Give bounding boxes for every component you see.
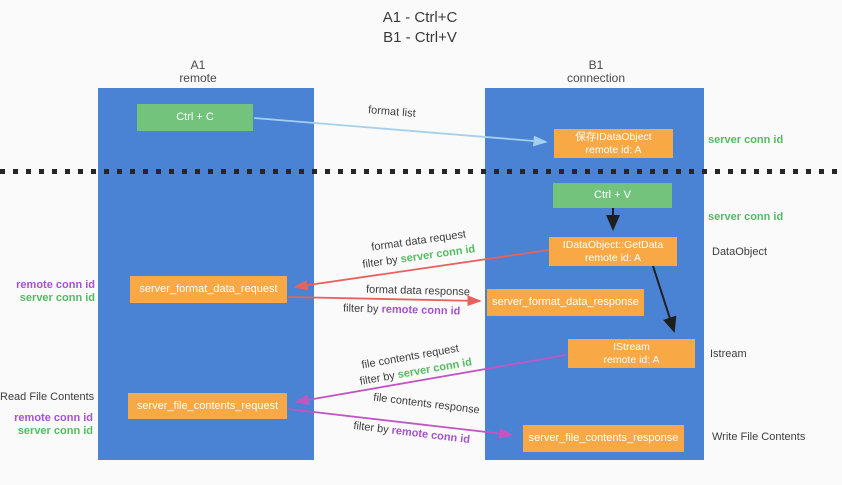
server-conn-id-label-top: server conn id — [708, 134, 784, 146]
label-filter-by-remote-1: filter by remote conn id — [343, 302, 461, 317]
save-idataobject-box: 保存IDataObject remote id: A — [554, 129, 673, 158]
title-line-1: A1 - Ctrl+C — [382, 9, 458, 26]
dataobject-label: DataObject — [712, 246, 768, 258]
getdata-line2: remote id: A — [584, 251, 642, 264]
column-a1-subtitle: remote — [179, 71, 217, 85]
remote-conn-id-text: remote conn id — [390, 424, 471, 447]
filter-by-text: filter by — [352, 419, 393, 437]
left-conn-ids-upper: remote conn id server conn id — [0, 279, 95, 305]
ctrl-c-box: Ctrl + C — [137, 104, 253, 131]
label-filter-by-remote-2: filter by remote conn id — [353, 420, 471, 446]
save-idataobject-line2: remote id: A — [585, 143, 642, 156]
istream-box: IStream remote id: A — [568, 339, 695, 368]
filter-by-text: filter by — [342, 302, 382, 316]
ctrl-v-box: Ctrl + V — [553, 183, 672, 208]
server-conn-id-label: server conn id — [19, 292, 95, 304]
server-conn-id-label: server conn id — [17, 425, 93, 437]
session-divider-dotted-line — [0, 169, 842, 174]
column-a1-id: A1 — [190, 58, 206, 72]
left-conn-ids-lower: remote conn id server conn id — [0, 412, 93, 438]
server-file-contents-request-box: server_file_contents_request — [128, 393, 287, 419]
column-b1-subtitle: connection — [566, 71, 626, 85]
label-file-contents-response: file contents response — [372, 391, 481, 417]
remote-conn-id-label: remote conn id — [16, 279, 95, 291]
server-file-contents-response-box: server_file_contents_response — [523, 425, 684, 452]
label-format-data-response: format data response — [365, 283, 471, 299]
column-header-b1: B1 connection — [536, 59, 656, 85]
title-line-2: B1 - Ctrl+V — [383, 29, 457, 46]
remote-conn-id-label: remote conn id — [14, 412, 93, 424]
istream-line2: remote id: A — [603, 353, 660, 366]
save-idataobject-line1: 保存IDataObject — [575, 130, 652, 143]
column-b1-id: B1 — [588, 58, 604, 72]
column-header-a1: A1 remote — [138, 59, 258, 85]
filter-by-text: filter by — [358, 369, 399, 388]
label-format-list: format list — [367, 104, 417, 120]
server-format-data-response-box: server_format_data_response — [487, 289, 644, 316]
server-format-data-request-box: server_format_data_request — [130, 276, 287, 303]
read-file-contents-label: Read File Contents — [0, 391, 95, 403]
getdata-line1: IDataObject::GetData — [562, 238, 664, 251]
write-file-contents-label: Write File Contents — [712, 431, 806, 443]
istream-line1: IStream — [613, 340, 650, 353]
idataobject-getdata-box: IDataObject::GetData remote id: A — [549, 237, 677, 266]
istream-label: Istream — [710, 348, 747, 360]
remote-conn-id-text: remote conn id — [381, 303, 461, 318]
diagram-title: A1 - Ctrl+C B1 - Ctrl+V — [300, 8, 540, 48]
filter-by-text: filter by — [361, 253, 402, 271]
server-conn-id-label-mid: server conn id — [708, 211, 784, 223]
